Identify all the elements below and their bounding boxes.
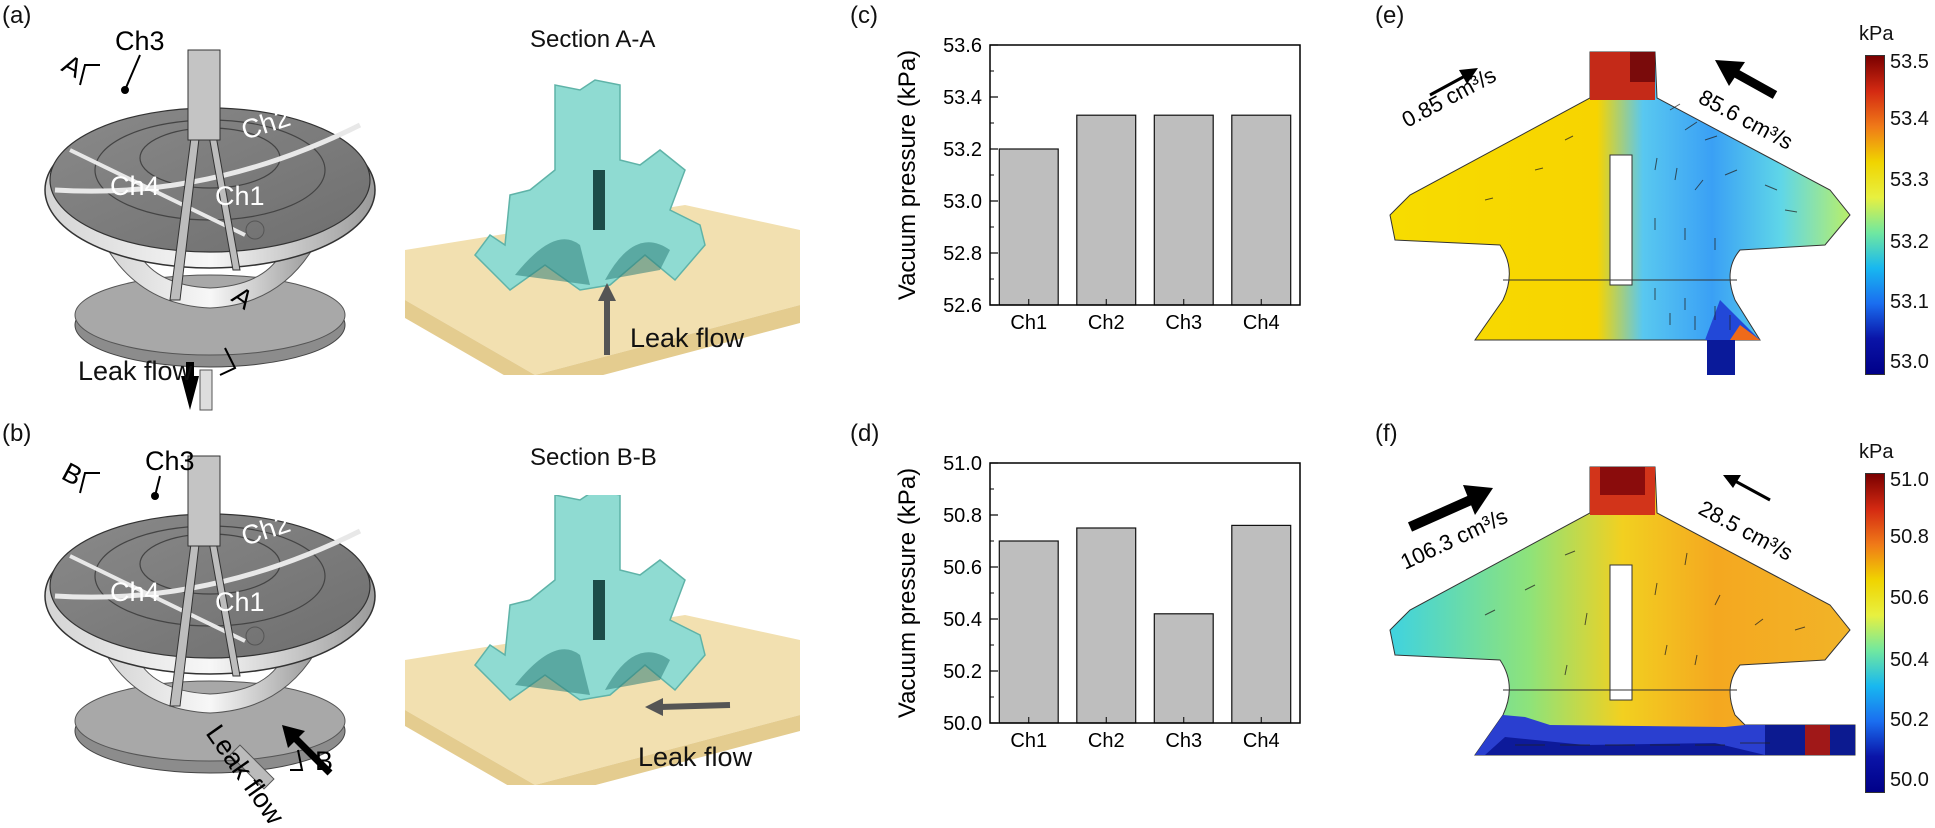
x-tick-label: Ch1 [1010,730,1047,752]
bar [1231,524,1292,724]
bar [1153,613,1214,724]
colorbar-unit-e: kPa [1859,23,1894,45]
y-tick-label: 50.6 [943,557,982,579]
section-view-a [405,79,800,375]
x-tick-label: Ch4 [1243,730,1280,752]
pressure-field-f: 106.3 cm³/s 28.5 cm³/s [1389,466,1856,756]
section-leak-label-a: Leak flow [630,323,745,353]
label-ch1: Ch1 [215,587,265,617]
plot-frame [989,44,1301,306]
section-mark-a: A [57,49,87,84]
label-ch1: Ch1 [215,181,265,211]
label-ch3: Ch3 [115,30,165,56]
y-tick-label: 53.0 [943,191,982,213]
section-title-b: Section B-B [530,444,657,471]
colorbar-tick: 50.6 [1890,587,1929,609]
panel-letter-b: (b) [2,420,32,447]
x-tick-label: Ch1 [1010,312,1047,334]
colorbar-tick: 53.0 [1890,351,1929,373]
x-tick-label: Ch2 [1088,312,1125,334]
bar [1153,114,1214,306]
y-tick-label: 53.6 [943,35,982,57]
y-tick-label: 51.0 [943,453,982,475]
colorbar-tick: 53.5 [1890,51,1929,73]
panel-letter-e: (e) [1375,2,1405,29]
panel-letter-c: (c) [850,2,878,29]
panel-letter-a: (a) [2,2,32,29]
colorbar-tick: 50.2 [1890,709,1929,731]
y-tick-label: 50.8 [943,505,982,527]
y-tick-label: 50.4 [943,609,982,631]
x-tick-label: Ch2 [1088,730,1125,752]
y-axis-label: Vacuum pressure (kPa) [894,50,921,300]
section-title-a: Section A-A [530,26,656,53]
suction-cup-illustration-b: Ch4 Ch1 Ch2 Ch3 B B Leak flow [44,448,376,828]
section-mark-b: B [57,457,87,492]
suction-cup-illustration-a: Ch4 Ch1 Ch2 Ch3 A A [44,30,376,411]
y-axis-label: Vacuum pressure (kPa) [894,468,921,718]
colorbar-tick: 53.4 [1890,108,1929,130]
colorbar-tick: 53.2 [1890,231,1929,253]
bar [1076,527,1137,724]
y-tick-label: 50.0 [943,713,982,735]
section-view-b [405,495,800,785]
y-tick-label: 52.8 [943,243,982,265]
x-tick-label: Ch4 [1243,312,1280,334]
bar [998,540,1059,724]
section-leak-label-b: Leak flow [638,742,753,772]
y-tick-label: 52.6 [943,295,982,317]
bar [1076,114,1137,306]
y-tick-label: 53.4 [943,87,982,109]
panel-letter-d: (d) [850,420,880,447]
flow-rate-left-f: 106.3 cm³/s [1397,503,1512,574]
panel-letter-f: (f) [1375,420,1398,447]
x-tick-label: Ch3 [1165,730,1202,752]
y-tick-label: 50.2 [943,661,982,683]
colorbar-tick: 53.1 [1890,291,1929,313]
flow-rate-left-e: 0.85 cm³/s [1398,62,1500,132]
label-ch4: Ch4 [110,577,160,607]
x-tick-label: Ch3 [1165,312,1202,334]
label-ch3: Ch3 [145,448,195,476]
pressure-field-e: 0.85 cm³/s 85.6 cm³/s [1389,51,1851,375]
colorbar-unit-f: kPa [1859,441,1894,463]
plot-frame [989,462,1301,724]
bar [1231,114,1292,306]
colorbar-tick: 50.4 [1890,649,1929,671]
label-ch4: Ch4 [110,171,160,201]
colorbar-f [1865,473,1885,793]
colorbar-e [1865,55,1885,375]
colorbar-tick: 51.0 [1890,469,1929,491]
bar [998,148,1059,306]
colorbar-tick: 50.0 [1890,769,1929,791]
y-tick-label: 53.2 [943,139,982,161]
colorbar-tick: 53.3 [1890,169,1929,191]
leak-flow-label-a: Leak flow [78,356,193,386]
colorbar-tick: 50.8 [1890,526,1929,548]
